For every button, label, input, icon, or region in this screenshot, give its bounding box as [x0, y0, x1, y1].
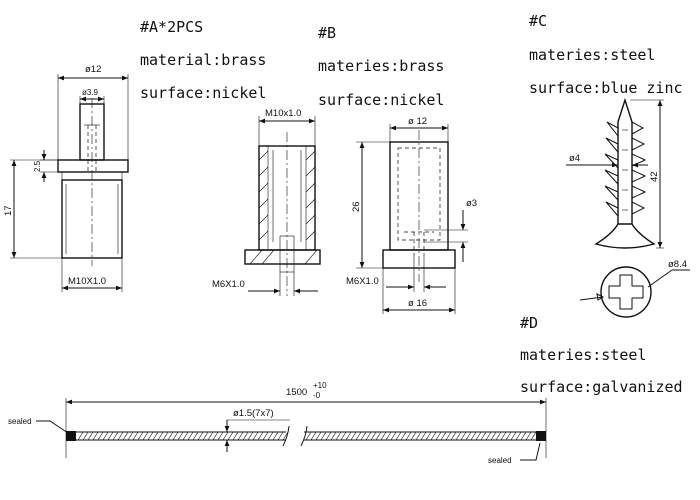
part-b-side-hole-dia: ø3 [466, 198, 477, 209]
part-a-thread: M10X1.0 [68, 276, 106, 287]
part-d-title: #D [520, 314, 538, 332]
part-c-title: #C [529, 12, 547, 30]
part-d-tolerance-lower: -0 [313, 391, 321, 400]
part-a-material: material:brass [140, 51, 266, 69]
part-b-surface: surface:nickel [318, 91, 444, 109]
part-b-side-thread: M6X1.0 [346, 276, 379, 287]
part-b-material: materies:brass [318, 57, 444, 75]
part-c-head-dia: ø8.4 [668, 259, 687, 270]
part-c-material: materies:steel [529, 46, 655, 64]
part-c-screw-drawing [566, 97, 690, 318]
part-a-hole-dia: ø3.9 [82, 88, 99, 97]
part-a-surface: surface:nickel [140, 84, 266, 102]
part-d-sealed-left: sealed [8, 417, 32, 426]
part-b-side-outer-dia: ø 12 [408, 116, 427, 127]
part-d-cable-dia: ø1.5(7x7) [233, 408, 274, 419]
part-a-flange-height: 2.5 [33, 160, 42, 172]
part-b-side-base-dia: ø 16 [408, 298, 427, 309]
part-d-tolerance-upper: +10 [313, 381, 327, 390]
part-d-material: materies:steel [520, 346, 646, 364]
part-c-shank-dia: ø4 [569, 153, 580, 164]
part-d-cable-drawing [36, 398, 547, 461]
part-a-outer-dia: ø12 [85, 64, 101, 75]
part-b-side-drawing [356, 124, 468, 314]
part-a-drawing [10, 74, 129, 292]
part-d-surface: surface:galvanized [520, 378, 683, 396]
part-b-thread-top: M10x1.0 [265, 108, 301, 119]
part-c-surface: surface:blue zinc [529, 79, 683, 97]
part-a-height: 17 [3, 205, 14, 216]
part-b-thread-bottom: M6X1.0 [212, 279, 245, 290]
part-b-side-height: 26 [351, 201, 362, 212]
part-c-length: 42 [649, 171, 660, 182]
part-d-sealed-right: sealed [488, 456, 512, 465]
part-b-title: #B [318, 24, 336, 42]
part-a-title: #A*2PCS [140, 18, 203, 36]
part-b-section-drawing [244, 116, 321, 296]
part-d-length: 1500 [286, 387, 307, 398]
